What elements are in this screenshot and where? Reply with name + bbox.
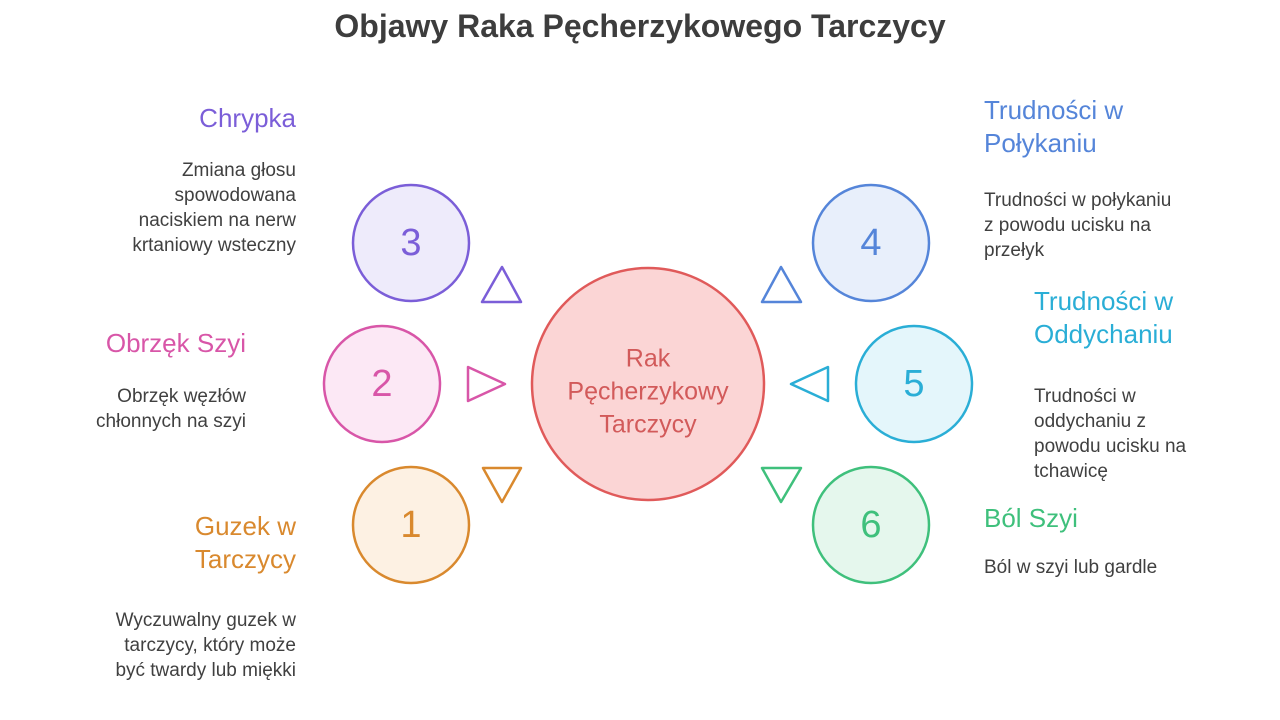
symptom-node-5: 5 bbox=[854, 324, 974, 444]
symptom-desc-1: Wyczuwalny guzek w tarczycy, który może … bbox=[115, 610, 296, 681]
node-number-5: 5 bbox=[903, 363, 924, 405]
symptom-desc-2: Obrzęk węzłów chłonnych na szyi bbox=[96, 386, 246, 432]
arrow-triangle-icon bbox=[760, 265, 803, 304]
symptom-label-6: Ból Szyi bbox=[984, 503, 1078, 533]
arrow-triangle-icon bbox=[760, 466, 803, 504]
node-number-4: 4 bbox=[860, 222, 881, 264]
node-number-6: 6 bbox=[860, 504, 881, 546]
arrow-triangle-icon bbox=[466, 365, 507, 403]
arrow-triangle-icon bbox=[481, 466, 523, 504]
center-line-1: Rak bbox=[626, 345, 671, 373]
center-line-2: Pęcherzykowy bbox=[567, 378, 729, 406]
center-line-3: Tarczycy bbox=[599, 411, 697, 439]
center-node: Rak Pęcherzykowy Tarczycy bbox=[530, 266, 766, 502]
node-number-3: 3 bbox=[400, 222, 421, 264]
symptom-desc-5: Trudności w oddychaniu z powodu ucisku n… bbox=[1034, 386, 1187, 482]
symptom-label-1: Guzek w Tarczycy bbox=[194, 511, 296, 574]
symptom-desc-3: Zmiana głosu spowodowana naciskiem na ne… bbox=[132, 160, 296, 256]
symptom-node-2: 2 bbox=[322, 324, 442, 444]
page-title: Objawy Raka Pęcherzykowego Tarczycy bbox=[334, 8, 946, 44]
node-number-1: 1 bbox=[400, 504, 421, 546]
arrow-triangle-icon bbox=[480, 265, 523, 304]
symptom-label-4: Trudności w Połykaniu bbox=[984, 95, 1124, 158]
symptom-node-1: 1 bbox=[351, 465, 471, 585]
node-number-2: 2 bbox=[371, 363, 392, 405]
symptom-label-2: Obrzęk Szyi bbox=[105, 328, 246, 358]
symptom-node-3: 3 bbox=[351, 183, 471, 303]
symptom-node-6: 6 bbox=[811, 465, 931, 585]
symptom-desc-4: Trudności w połykaniu z powodu ucisku na… bbox=[984, 190, 1172, 261]
symptom-node-4: 4 bbox=[811, 183, 931, 303]
arrow-triangle-icon bbox=[789, 365, 830, 403]
symptom-label-3: Chrypka bbox=[199, 103, 296, 133]
symptom-desc-6: Ból w szyi lub gardle bbox=[984, 557, 1158, 578]
symptom-label-5: Trudności w Oddychaniu bbox=[1034, 286, 1174, 349]
